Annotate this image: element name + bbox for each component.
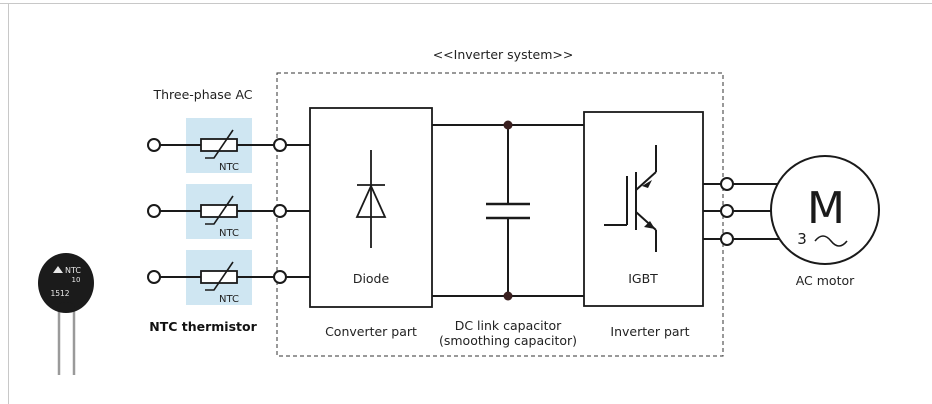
output-terminal-2 bbox=[720, 204, 734, 218]
system-input-terminal-3 bbox=[273, 270, 287, 284]
inverter-box bbox=[583, 111, 704, 307]
motor-letter: M bbox=[807, 183, 845, 234]
output-terminal-3 bbox=[720, 232, 734, 246]
ntc-resistor-3 bbox=[200, 261, 238, 291]
output-terminals bbox=[720, 177, 734, 246]
ntc-label-2: NTC bbox=[219, 228, 239, 239]
ntc-label-3: NTC bbox=[219, 294, 239, 305]
ac-motor-caption: AC motor bbox=[796, 273, 855, 288]
inverter-caption: Inverter part bbox=[610, 324, 689, 339]
igbt-collector-arrow bbox=[642, 180, 652, 188]
diode-icon bbox=[355, 150, 387, 248]
igbt-label: IGBT bbox=[628, 271, 658, 286]
ntc-resistor-1 bbox=[200, 129, 238, 159]
dc-bus bbox=[432, 124, 584, 297]
ntc-label-1: NTC bbox=[219, 162, 239, 173]
dc-bus-junction-top bbox=[503, 120, 513, 130]
component-value-marking: 10 bbox=[72, 276, 81, 284]
input-wires bbox=[160, 144, 310, 278]
component-code-marking: 1512 bbox=[50, 289, 69, 298]
dc-link-caption-line1: DC link capacitor bbox=[455, 318, 562, 333]
dc-link-caption-line2: (smoothing capacitor) bbox=[439, 333, 577, 348]
motor-phase-count: 3 bbox=[797, 230, 807, 248]
input-terminal-3 bbox=[147, 270, 161, 284]
inverter-system-title: <<Inverter system>> bbox=[433, 47, 574, 62]
output-wires bbox=[703, 183, 780, 240]
ntc-resistor-2 bbox=[200, 195, 238, 225]
input-terminal-1 bbox=[147, 138, 161, 152]
ntc-thermistor-caption: NTC thermistor bbox=[149, 319, 257, 334]
igbt-icon bbox=[604, 145, 657, 252]
ntc-component-icon bbox=[38, 253, 94, 375]
system-input-terminal-1 bbox=[273, 138, 287, 152]
input-terminal-2 bbox=[147, 204, 161, 218]
system-input-terminal-2 bbox=[273, 204, 287, 218]
three-phase-ac-label: Three-phase AC bbox=[152, 87, 252, 102]
converter-caption: Converter part bbox=[325, 324, 417, 339]
component-brand-marking: NTC bbox=[65, 266, 81, 275]
input-terminals bbox=[147, 138, 287, 284]
output-terminal-1 bbox=[720, 177, 734, 191]
dc-bus-junction-bottom bbox=[503, 291, 513, 301]
igbt-emitter-arrow bbox=[644, 221, 655, 229]
ac-wave-icon bbox=[814, 235, 848, 247]
ac-motor-circle bbox=[770, 155, 880, 265]
diode-label: Diode bbox=[353, 271, 390, 286]
